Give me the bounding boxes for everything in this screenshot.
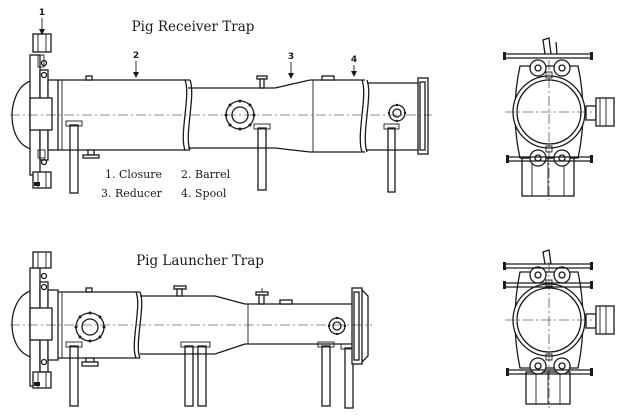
receiver-reducer bbox=[182, 75, 311, 153]
legend-reducer: 3. Reducer bbox=[101, 187, 163, 200]
launcher-barrel bbox=[58, 285, 215, 367]
marker-1: 1 bbox=[39, 8, 45, 18]
legend-barrel: 2. Barrel bbox=[181, 168, 231, 181]
receiver-legend: 1. Closure 2. Barrel 3. Reducer 4. Spool bbox=[101, 168, 231, 200]
legend-spool: 4. Spool bbox=[181, 187, 227, 200]
launcher-side-view bbox=[10, 251, 372, 409]
receiver-supports bbox=[65, 120, 400, 194]
legend-closure: 1. Closure bbox=[105, 168, 162, 181]
receiver-side-view bbox=[10, 33, 432, 194]
marker-2: 2 bbox=[133, 51, 139, 61]
receiver-end-view bbox=[503, 37, 615, 200]
launcher-supports bbox=[65, 341, 358, 409]
launcher-closure bbox=[11, 251, 59, 389]
launcher-end-view bbox=[503, 249, 615, 408]
receiver-spool bbox=[310, 75, 429, 155]
marker-3: 3 bbox=[288, 52, 294, 62]
receiver-markers: 1 2 3 4 bbox=[39, 8, 357, 79]
receiver-title: Pig Receiver Trap bbox=[132, 19, 255, 35]
receiver-closure bbox=[11, 33, 59, 189]
receiver-barrel bbox=[58, 75, 193, 159]
launcher-reducer bbox=[214, 287, 369, 365]
launcher-title: Pig Launcher Trap bbox=[136, 253, 264, 269]
marker-4: 4 bbox=[351, 55, 357, 65]
